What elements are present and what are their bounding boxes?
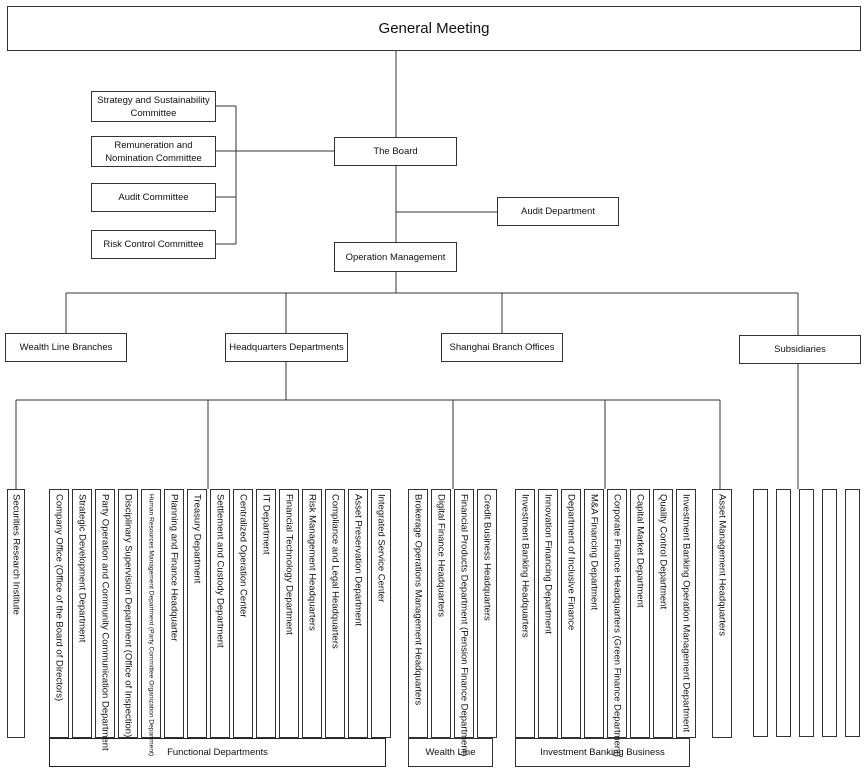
department-box-5-label: Disciplinary Supervision Department (Off… [122, 494, 134, 738]
subsidiary-box-2: Zhongding Kaiyuan Venture Capital Manage… [776, 489, 791, 737]
department-box-18: Digital Finance Headquarters [431, 489, 451, 738]
department-box-15: Asset Preservation Department [348, 489, 368, 738]
department-box-17-label: Brokerage Operations Management Headquar… [412, 494, 424, 706]
department-box-8-label: Treasury Department [191, 494, 203, 584]
subsidiaries-box: Subsidiaries [739, 335, 861, 364]
committee-strategy-box: Strategy and Sustainability Committee [91, 91, 216, 122]
department-box-3: Strategic Development Department [72, 489, 92, 738]
department-box-1: Securities Research Institute [7, 489, 25, 738]
department-box-21-label: Investment Banking Headquarters [519, 494, 531, 638]
department-box-12: Financial Technology Department [279, 489, 299, 738]
department-box-18-label: Digital Finance Headquarters [435, 494, 447, 618]
department-box-4-label: Party Operation and Community Communicat… [99, 494, 111, 751]
department-box-11: IT Department [256, 489, 276, 738]
department-box-3-label: Strategic Development Department [76, 494, 88, 643]
department-box-25-label: Corporate Finance Headquarters (Green Fi… [611, 494, 623, 757]
department-box-2-label: Company Office (Office of the Board of D… [53, 494, 65, 702]
functional-departments-group: Functional Departments [49, 738, 386, 767]
department-box-1-label: Securities Research Institute [10, 494, 22, 615]
department-box-6: Human Resources Management Department (P… [141, 489, 161, 756]
department-box-14-label: Compliance and Legal Headquarters [329, 494, 341, 649]
department-box-9-label: Settlement and Custody Department [214, 494, 226, 648]
department-box-28: Investment Banking Operation Management … [676, 489, 696, 738]
subsidiary-box-5: Central China Blue Ocean Investment Mana… [845, 489, 860, 737]
department-box-7-label: Planning and Finance Headquarter [168, 494, 180, 642]
department-box-10-label: Centralized Operation Center [237, 494, 249, 618]
subsidiary-box-4: Central China International Financial Ho… [822, 489, 837, 737]
department-box-2: Company Office (Office of the Board of D… [49, 489, 69, 738]
subsidiary-box-1: Central China Futures Co., Ltd. [753, 489, 768, 737]
wealth-line-group: Wealth Line [408, 738, 493, 767]
department-box-19-label: Financial Products Department (Pension F… [458, 494, 470, 757]
department-box-22-label: Innovation Financing Department [542, 494, 554, 634]
department-box-15-label: Asset Preservation Department [352, 494, 364, 627]
subsidiary-box-5-label: Central China Blue Ocean Investment Mana… [729, 494, 865, 750]
department-box-13-label: Risk Management Headquarters [306, 494, 318, 631]
shanghai-branch-offices-box: Shanghai Branch Offices [441, 333, 563, 362]
department-box-19: Financial Products Department (Pension F… [454, 489, 474, 756]
department-box-25: Corporate Finance Headquarters (Green Fi… [607, 489, 627, 757]
department-box-22: Innovation Financing Department [538, 489, 558, 738]
department-box-11-label: IT Department [260, 494, 272, 555]
department-box-23: Department of Inclusive Finance [561, 489, 581, 738]
department-box-13: Risk Management Headquarters [302, 489, 322, 738]
subsidiary-box-3: Central China Equity Exchange Co., Ltd. [799, 489, 814, 737]
department-box-5: Disciplinary Supervision Department (Off… [118, 489, 138, 738]
department-box-24: M&A Financing Department [584, 489, 604, 738]
wealth-line-branches-box: Wealth Line Branches [5, 333, 127, 362]
department-box-23-label: Department of Inclusive Finance [565, 494, 577, 631]
department-box-10: Centralized Operation Center [233, 489, 253, 738]
department-box-29: Asset Management Headquarters [712, 489, 732, 738]
operation-management-box: Operation Management [334, 242, 457, 272]
department-box-26: Capital Market Department [630, 489, 650, 738]
department-box-16: Integrated Service Center [371, 489, 391, 738]
department-box-14: Compliance and Legal Headquarters [325, 489, 345, 738]
department-box-12-label: Financial Technology Department [283, 494, 295, 635]
department-box-7: Planning and Finance Headquarter [164, 489, 184, 738]
department-box-24-label: M&A Financing Department [588, 494, 600, 611]
committee-remuneration-box: Remuneration and Nomination Committee [91, 136, 216, 167]
board-box: The Board [334, 137, 457, 166]
department-box-21: Investment Banking Headquarters [515, 489, 535, 738]
audit-department-box: Audit Department [497, 197, 619, 226]
department-box-16-label: Integrated Service Center [375, 494, 387, 603]
department-box-8: Treasury Department [187, 489, 207, 738]
department-box-20-label: Credit Business Headquarters [481, 494, 493, 621]
headquarters-departments-box: Headquarters Departments [225, 333, 348, 362]
committee-risk-box: Risk Control Committee [91, 230, 216, 259]
department-box-9: Settlement and Custody Department [210, 489, 230, 738]
department-box-27: Quality Control Department [653, 489, 673, 738]
department-box-20: Credit Business Headquarters [477, 489, 497, 738]
department-box-17: Brokerage Operations Management Headquar… [408, 489, 428, 738]
general-meeting-box: General Meeting [7, 6, 861, 51]
investment-banking-group: Investment Banking Business [515, 738, 690, 767]
committee-audit-box: Audit Committee [91, 183, 216, 212]
department-box-4: Party Operation and Community Communicat… [95, 489, 115, 751]
department-box-6-label: Human Resources Management Department (P… [147, 494, 155, 757]
